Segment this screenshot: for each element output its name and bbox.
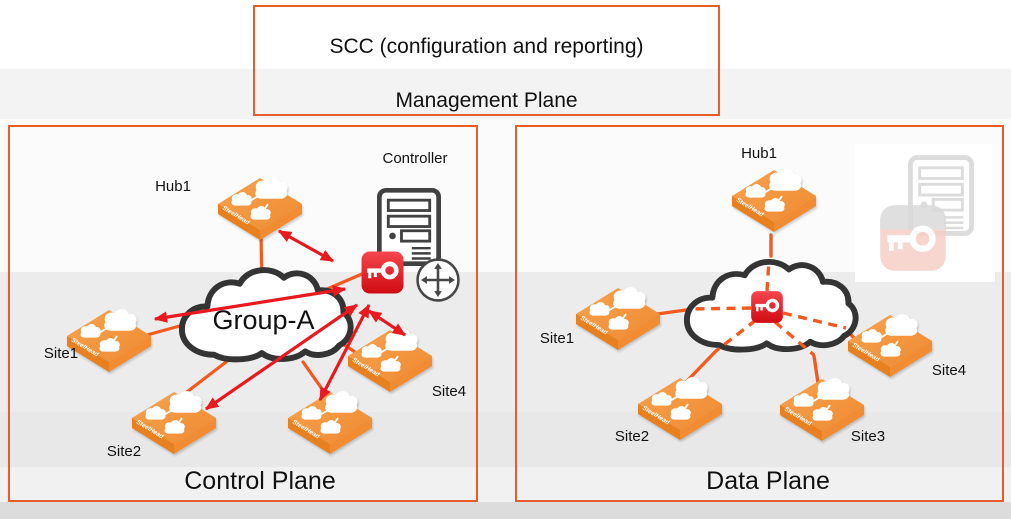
data-plane-title: Data Plane [706,467,830,495]
background-stripe [0,467,1011,502]
control-plane-title: Control Plane [184,467,336,495]
group-a-cloud: Group-A [170,260,357,370]
background-stripe [0,0,1011,69]
control-plane-panel: Group-A Hub1 Controller Site1 Site2 Site… [8,125,478,502]
controller-key-icon [360,250,405,295]
background-stripe [0,69,1011,119]
background-stripe [0,119,1011,272]
site1-label: Site1 [43,345,79,362]
steelhead-device-hub1 [216,176,304,246]
management-plane-box: SCC (configuration and reporting) Manage… [253,5,720,116]
site2-label: Site2 [106,443,142,460]
ghost-key-icon [877,202,949,274]
data-plane-panel: Hub1 Site1 Site2 Site3 Site4 Data Plane [515,125,1004,502]
steelhead-device-site1 [574,286,662,356]
controller-label: Controller [382,150,448,167]
controller-watermark-box [855,144,995,282]
management-plane-label: Management Plane [395,89,578,112]
encryption-key-icon [750,290,784,324]
site4-label: Site4 [931,362,967,379]
hub1-label: Hub1 [155,178,191,195]
background-stripe [0,502,1011,519]
steelhead-device-site2 [636,376,724,446]
steelhead-device-site4 [346,328,434,398]
steelhead-device-site2 [130,390,218,460]
site2-label: Site2 [614,428,650,445]
site3-label: Site3 [850,428,886,445]
steelhead-device-site3 [286,390,374,460]
site1-label: Site1 [539,330,575,347]
hub1-label: Hub1 [741,145,777,162]
group-a-label: Group-A [212,305,315,336]
steelhead-device-hub1 [730,168,818,238]
steelhead-device-site1 [65,308,153,378]
scc-title: SCC (configuration and reporting) [329,35,644,58]
steelhead-device-site4 [846,313,934,383]
controller-router-icon [415,257,461,303]
site4-label: Site4 [431,383,467,400]
